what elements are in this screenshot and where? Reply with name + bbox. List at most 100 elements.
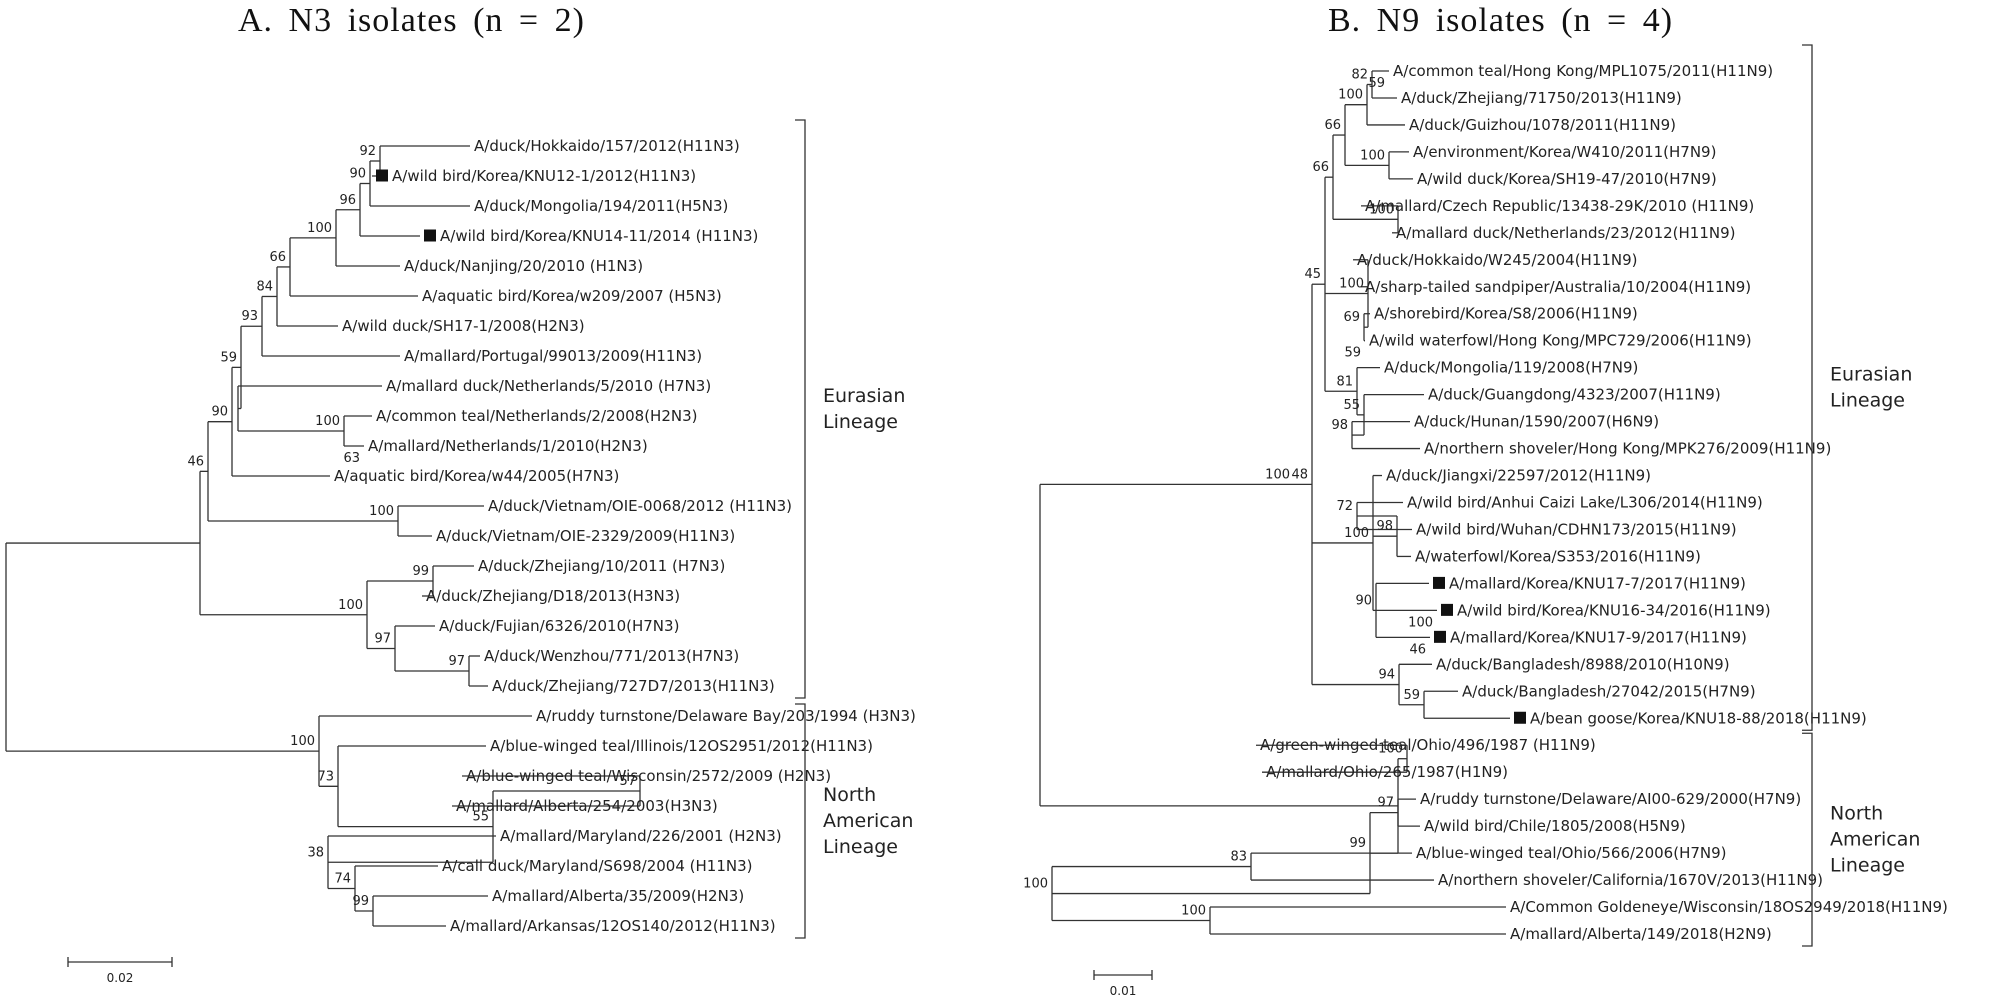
bootstrap-value: 59 bbox=[220, 350, 237, 365]
bootstrap-value: 83 bbox=[1230, 850, 1247, 865]
bootstrap-value: 100 bbox=[1378, 742, 1403, 757]
bootstrap-value: 97 bbox=[374, 632, 391, 647]
bootstrap-value: 100 bbox=[1369, 202, 1394, 217]
lineage-bracket bbox=[1802, 732, 1813, 947]
bootstrap-value: 100 bbox=[369, 504, 394, 519]
taxon-label: A/wild bird/Korea/KNU12-1/2012(H11N3) bbox=[392, 167, 696, 185]
taxon-label: A/duck/Guangdong/4323/2007(H11N9) bbox=[1428, 386, 1721, 404]
bootstrap-value: 99 bbox=[1349, 836, 1366, 851]
taxon-label: A/ruddy turnstone/Delaware/AI00-629/2000… bbox=[1420, 790, 1801, 808]
bootstrap-value: 57 bbox=[619, 774, 636, 789]
taxon-label: A/mallard/Alberta/254/2003(H3N3) bbox=[456, 797, 718, 815]
bootstrap-value: 45 bbox=[1304, 267, 1321, 282]
taxon-label: A/northern shoveler/California/1670V/201… bbox=[1438, 871, 1823, 889]
study-isolate-marker-icon bbox=[424, 229, 436, 242]
taxon-label: A/mallard duck/Netherlands/5/2010 (H7N3) bbox=[386, 377, 711, 395]
lineage-label-north-american: American bbox=[1830, 829, 1920, 851]
tree-panel-a: A/duck/Hokkaido/157/2012(H11N3)A/wild bi… bbox=[5, 119, 916, 985]
bootstrap-value: 100 bbox=[1181, 904, 1206, 919]
bootstrap-value: 82 bbox=[1351, 67, 1368, 82]
bootstrap-value: 99 bbox=[352, 894, 369, 909]
taxon-label: A/blue-winged teal/Wisconsin/2572/2009 (… bbox=[466, 767, 831, 785]
taxon-label: A/mallard/Alberta/149/2018(H2N9) bbox=[1510, 925, 1772, 943]
taxon-label: A/mallard/Maryland/226/2001 (H2N3) bbox=[500, 827, 782, 845]
taxon-label: A/sharp-tailed sandpiper/Australia/10/20… bbox=[1365, 278, 1751, 296]
taxon-label: A/duck/Mongolia/194/2011(H5N3) bbox=[474, 197, 728, 215]
lineage-label-north-american: North bbox=[823, 784, 876, 806]
taxon-label: A/ruddy turnstone/Delaware Bay/203/1994 … bbox=[536, 707, 916, 725]
bootstrap-value: 100 bbox=[1360, 148, 1385, 163]
taxon-label: A/wild duck/Korea/SH19-47/2010(H7N9) bbox=[1417, 170, 1717, 188]
panel-b-title: B. N9 isolates (n = 4) bbox=[1328, 2, 1674, 39]
taxon-label: A/wild bird/Korea/KNU14-11/2014 (H11N3) bbox=[440, 227, 758, 245]
study-isolate-marker-icon bbox=[1514, 711, 1526, 724]
taxon-label: A/green-winged teal/Ohio/496/1987 (H11N9… bbox=[1260, 736, 1596, 754]
taxon-label: A/wild duck/SH17-1/2008(H2N3) bbox=[342, 317, 585, 335]
lineage-label-north-american: North bbox=[1830, 803, 1883, 825]
taxon-label: A/mallard/Netherlands/1/2010(H2N3) bbox=[368, 437, 648, 455]
bootstrap-value: 100 bbox=[1344, 526, 1369, 541]
taxon-label: A/duck/Zhejiang/10/2011 (H7N3) bbox=[478, 557, 725, 575]
taxon-label: A/waterfowl/Korea/S353/2016(H11N9) bbox=[1415, 547, 1701, 565]
lineage-label-north-american: American bbox=[823, 810, 913, 832]
taxon-label: A/mallard/Portugal/99013/2009(H11N3) bbox=[404, 347, 702, 365]
taxon-label: A/duck/Fujian/6326/2010(H7N3) bbox=[439, 617, 679, 635]
taxon-label: A/common teal/Hong Kong/MPL1075/2011(H11… bbox=[1393, 62, 1773, 80]
taxon-label: A/duck/Vietnam/OIE-0068/2012 (H11N3) bbox=[488, 497, 792, 515]
bootstrap-value: 93 bbox=[241, 309, 258, 324]
taxon-label: A/northern shoveler/Hong Kong/MPK276/200… bbox=[1424, 440, 1831, 458]
study-isolate-marker-icon bbox=[1433, 576, 1445, 589]
bootstrap-value: 73 bbox=[317, 769, 334, 784]
bootstrap-value: 63 bbox=[343, 451, 360, 466]
bootstrap-value: 84 bbox=[256, 279, 273, 294]
taxon-label: A/mallard/Ohio/265/1987(H1N9) bbox=[1266, 763, 1508, 781]
bootstrap-value: 59 bbox=[1403, 688, 1420, 703]
tree-panel-b: A/common teal/Hong Kong/MPL1075/2011(H11… bbox=[1023, 44, 1948, 998]
bootstrap-value: 69 bbox=[1343, 310, 1360, 325]
lineage-label-north-american: Lineage bbox=[1830, 855, 1905, 877]
bootstrap-value: 46 bbox=[187, 454, 204, 469]
bootstrap-value: 55 bbox=[1343, 398, 1360, 413]
bootstrap-value: 100 bbox=[1338, 88, 1363, 103]
taxon-label: A/duck/Nanjing/20/2010 (H1N3) bbox=[404, 257, 643, 275]
bootstrap-value: 100 bbox=[307, 221, 332, 236]
bootstrap-value: 100 bbox=[1408, 615, 1433, 630]
bootstrap-value: 90 bbox=[349, 167, 366, 182]
lineage-bracket bbox=[795, 703, 806, 939]
bootstrap-value: 99 bbox=[412, 564, 429, 579]
taxon-label: A/Common Goldeneye/Wisconsin/18OS2949/20… bbox=[1510, 898, 1948, 916]
taxon-label: A/duck/Jiangxi/22597/2012(H11N9) bbox=[1386, 467, 1651, 485]
taxon-label: A/mallard/Czech Republic/13438-29K/2010 … bbox=[1365, 197, 1754, 215]
lineage-label-eurasian: Lineage bbox=[1830, 390, 1905, 412]
lineage-label-eurasian: Eurasian bbox=[823, 385, 905, 407]
taxon-label: A/duck/Zhejiang/71750/2013(H11N9) bbox=[1401, 89, 1682, 107]
lineage-bracket bbox=[1802, 44, 1813, 731]
lineage-label-eurasian: Eurasian bbox=[1830, 364, 1912, 386]
taxon-label: A/mallard/Korea/KNU17-7/2017(H11N9) bbox=[1449, 574, 1746, 592]
taxon-label: A/mallard/Alberta/35/2009(H2N3) bbox=[492, 887, 744, 905]
study-isolate-marker-icon bbox=[1434, 630, 1446, 643]
taxon-label: A/wild bird/Wuhan/CDHN173/2015(H11N9) bbox=[1416, 520, 1737, 538]
bootstrap-value: 59 bbox=[1368, 76, 1385, 91]
bootstrap-value: 100 bbox=[1339, 276, 1364, 291]
bootstrap-value: 96 bbox=[339, 193, 356, 208]
scale-bar-label: 0.01 bbox=[1110, 984, 1137, 998]
taxon-label: A/duck/Hunan/1590/2007(H6N9) bbox=[1414, 413, 1659, 431]
bootstrap-value: 97 bbox=[1377, 796, 1394, 811]
taxon-label: A/shorebird/Korea/S8/2006(H11N9) bbox=[1374, 305, 1638, 323]
taxon-label: A/wild bird/Anhui Caizi Lake/L306/2014(H… bbox=[1407, 494, 1763, 512]
bootstrap-value: 72 bbox=[1336, 499, 1353, 514]
taxon-label: A/wild bird/Chile/1805/2008(H5N9) bbox=[1424, 817, 1686, 835]
bootstrap-value: 98 bbox=[1376, 519, 1393, 534]
taxon-label: A/blue-winged teal/Illinois/12OS2951/201… bbox=[490, 737, 873, 755]
taxon-label: A/wild bird/Korea/KNU16-34/2016(H11N9) bbox=[1457, 601, 1771, 619]
bootstrap-value: 100 bbox=[1265, 467, 1290, 482]
taxon-label: A/bean goose/Korea/KNU18-88/2018(H11N9) bbox=[1530, 709, 1867, 727]
taxon-label: A/duck/Guizhou/1078/2011(H11N9) bbox=[1409, 116, 1676, 134]
bootstrap-value: 38 bbox=[307, 845, 324, 860]
lineage-label-north-american: Lineage bbox=[823, 836, 898, 858]
bootstrap-value: 81 bbox=[1336, 374, 1353, 389]
taxon-label: A/aquatic bird/Korea/w44/2005(H7N3) bbox=[334, 467, 619, 485]
bootstrap-value: 59 bbox=[1344, 346, 1361, 361]
taxon-label: A/duck/Hokkaido/W245/2004(H11N9) bbox=[1357, 251, 1638, 269]
